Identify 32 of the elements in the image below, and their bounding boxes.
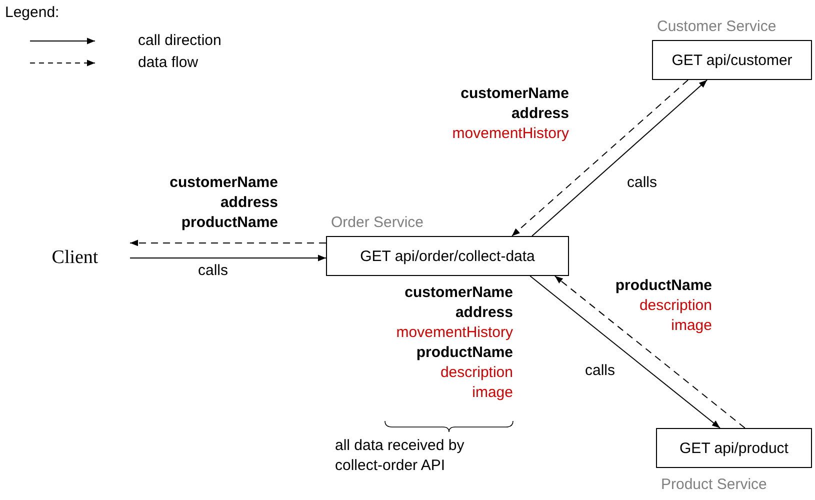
- field-name: description: [639, 296, 712, 316]
- field-name: address: [511, 104, 569, 124]
- field-name: customerName: [170, 173, 278, 193]
- field-name: address: [455, 303, 513, 323]
- brace-note: all data received by collect-order API: [335, 436, 466, 476]
- field-name: image: [472, 383, 513, 403]
- field-name: movementHistory: [396, 323, 513, 343]
- arrow: [130, 254, 326, 262]
- service-name: Customer Service: [657, 17, 776, 37]
- dashed-arrow: [511, 80, 688, 236]
- field-name: productName: [615, 276, 712, 296]
- legend-text: data flow: [138, 53, 198, 73]
- field-name: image: [671, 316, 712, 336]
- field-name: movementHistory: [452, 124, 569, 144]
- client-label: Client: [20, 242, 130, 274]
- field-name: customerName: [404, 283, 513, 303]
- service-name: Order Service: [331, 213, 424, 233]
- endpoint-path: GET api/order/collect-data: [360, 248, 535, 264]
- field-name: productName: [416, 343, 513, 363]
- field-name: customerName: [460, 84, 569, 104]
- legend-title: Legend:: [5, 3, 60, 23]
- dashed-arrow: [554, 276, 746, 428]
- endpoint-path: GET api/customer: [672, 52, 792, 68]
- arrow: [532, 80, 708, 236]
- field-name: address: [220, 193, 278, 213]
- service-name: Product Service: [661, 475, 767, 495]
- field-name: description: [440, 363, 513, 383]
- arrow: [530, 276, 720, 428]
- legend-text: call direction: [138, 31, 222, 51]
- field-name: productName: [181, 213, 278, 233]
- dashed-arrow: [130, 240, 326, 246]
- endpoint-path: GET api/product: [680, 440, 788, 456]
